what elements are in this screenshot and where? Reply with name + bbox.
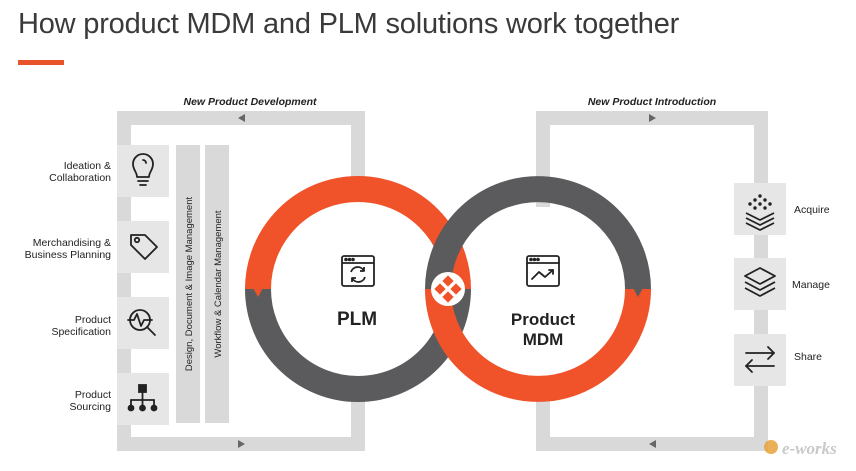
design-document-image-label: Design, Document & Image Management (184, 197, 195, 372)
left-item-specification: Product Specification (51, 297, 169, 349)
arrow-right-icon (238, 440, 245, 448)
magnifier-pulse-icon (127, 309, 156, 336)
svg-text:Specification: Specification (51, 326, 111, 338)
mdm-label-line1: Product (511, 310, 576, 329)
svg-text:e-works: e-works (782, 439, 837, 458)
manage-label: Manage (792, 279, 830, 291)
svg-text:Sourcing: Sourcing (70, 401, 112, 413)
left-item-merchandising: Merchandising & Business Planning (25, 221, 169, 273)
acquire-icon (745, 194, 775, 231)
left-item-sourcing: Product Sourcing (70, 373, 169, 425)
svg-text:Product: Product (75, 314, 111, 326)
arrow-left-icon (238, 114, 245, 122)
arrow-left-icon (649, 440, 656, 448)
arrow-right-icon (649, 114, 656, 122)
workflow-calendar-label: Workflow & Calendar Management (213, 210, 224, 358)
layers-icon (744, 267, 776, 297)
sync-window-icon (341, 255, 375, 287)
page-title: How product MDM and PLM solutions work t… (18, 8, 680, 40)
svg-text:Ideation &: Ideation & (64, 160, 111, 172)
right-item-acquire: Acquire (734, 183, 830, 235)
lightbulb-icon (132, 153, 154, 186)
chart-window-icon (526, 255, 560, 287)
swap-arrows-icon (745, 346, 775, 373)
right-loop-frame (536, 111, 768, 451)
svg-text:Merchandising &: Merchandising & (33, 237, 111, 249)
plm-label: PLM (337, 309, 377, 330)
acquire-label: Acquire (794, 204, 830, 216)
left-loop-label: New Product Development (183, 96, 317, 108)
org-chart-icon (127, 384, 158, 412)
svg-text:Collaboration: Collaboration (49, 172, 111, 184)
eworks-watermark: e-works (764, 439, 837, 458)
title-accent-bar (18, 60, 64, 65)
mdm-node: Product MDM (511, 255, 576, 349)
left-item-ideation: Ideation & Collaboration (49, 145, 169, 197)
right-item-share: Share (734, 334, 822, 386)
design-document-image-bar (176, 145, 200, 423)
right-loop-label: New Product Introduction (588, 96, 716, 108)
price-tag-icon (130, 234, 158, 260)
right-item-manage: Manage (734, 258, 830, 310)
plm-node: PLM (337, 255, 377, 330)
svg-text:Product: Product (75, 389, 111, 401)
workflow-calendar-bar (205, 145, 229, 423)
svg-text:Business Planning: Business Planning (25, 249, 112, 261)
mdm-label-line2: MDM (523, 330, 564, 349)
share-label: Share (794, 351, 822, 363)
integration-hub-icon (431, 272, 465, 306)
